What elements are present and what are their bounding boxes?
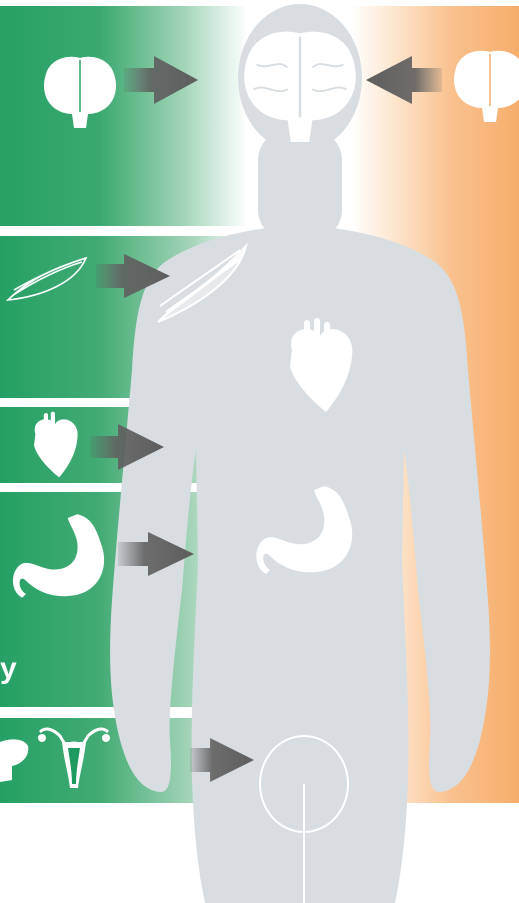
brain-icon [454, 51, 519, 122]
uterus-icon [38, 729, 110, 788]
brain-icon [44, 57, 116, 128]
partial-organ-icon [0, 739, 28, 782]
stomach-icon [13, 514, 104, 598]
panel-label-partial: y [0, 654, 17, 684]
arrow-icon [124, 56, 198, 104]
heart-icon [34, 412, 78, 478]
arrow-icon [366, 56, 442, 104]
muscle-icon [8, 258, 86, 300]
